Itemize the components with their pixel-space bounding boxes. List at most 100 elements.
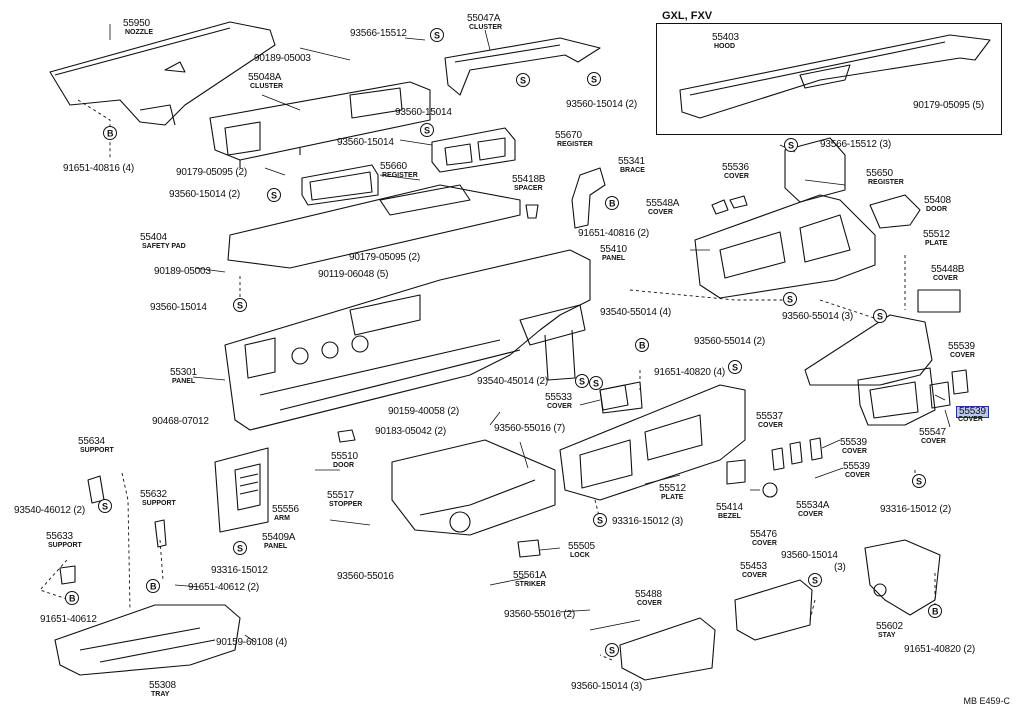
screw-symbol-letter: S bbox=[788, 140, 794, 150]
part-name: REGISTER bbox=[868, 179, 904, 186]
part-name: SUPPORT bbox=[80, 447, 114, 454]
part-number: 90179-05095 (2) bbox=[176, 167, 247, 178]
screw-symbol bbox=[605, 643, 619, 657]
part-number: 93560-15014 bbox=[150, 302, 207, 313]
part-name: COVER bbox=[845, 472, 870, 479]
part-number: 55404 bbox=[140, 232, 167, 243]
part-number: 55632 bbox=[140, 489, 167, 500]
tray-drawing bbox=[54, 604, 241, 676]
part-number: 55547 bbox=[919, 427, 946, 438]
screw-symbol bbox=[430, 28, 444, 42]
part-name: REGISTER bbox=[557, 141, 593, 148]
screw-symbol-letter: S bbox=[812, 575, 818, 585]
brace-drawing bbox=[525, 167, 606, 229]
screw-symbol-letter: S bbox=[877, 311, 883, 321]
part-name: CLUSTER bbox=[469, 24, 503, 31]
part-number: 55533 bbox=[545, 392, 572, 403]
part-number: 55308 bbox=[149, 680, 176, 691]
part-name: SPACER bbox=[514, 185, 543, 192]
cluster-drawing bbox=[209, 81, 431, 168]
part-number: 55536 bbox=[722, 162, 749, 173]
bolt-symbol-letter: B bbox=[69, 593, 76, 603]
screw-symbol bbox=[267, 188, 281, 202]
screw-symbol-letter: S bbox=[102, 501, 108, 511]
part-number: 55301 bbox=[170, 367, 197, 378]
cluster-upper-drawing bbox=[444, 37, 601, 96]
screw-symbol bbox=[912, 474, 926, 488]
screw-symbol-letter: S bbox=[434, 30, 440, 40]
part-number: 55950 bbox=[123, 18, 150, 29]
screw-symbol-letter: S bbox=[591, 74, 597, 84]
part-number: 93540-55014 (4) bbox=[600, 307, 671, 318]
part-number: 93316-15012 bbox=[211, 565, 268, 576]
part-number: 91651-40816 (4) bbox=[63, 163, 134, 174]
part-name: DOOR bbox=[333, 462, 354, 469]
part-number: 55448B bbox=[931, 264, 965, 275]
part-number: 55556 bbox=[272, 504, 299, 515]
part-name: SAFETY PAD bbox=[142, 243, 186, 250]
part-name: COVER bbox=[547, 403, 572, 410]
screw-symbol-letter: S bbox=[593, 378, 599, 388]
part-number: 55539 bbox=[948, 341, 975, 352]
part-number: 55453 bbox=[740, 561, 767, 572]
part-name: LOCK bbox=[570, 552, 590, 559]
drawing-code: MB E459-C bbox=[963, 696, 1010, 706]
screw-symbol bbox=[873, 309, 887, 323]
part-name: COVER bbox=[648, 209, 673, 216]
bolt-symbol bbox=[635, 338, 649, 352]
part-name: STAY bbox=[878, 632, 896, 639]
screw-symbol-letter: S bbox=[732, 362, 738, 372]
part-number: 55634 bbox=[78, 436, 105, 447]
part-number: 55409A bbox=[262, 532, 296, 543]
part-number: 93560-15014 (3) bbox=[571, 681, 642, 692]
part-number: 90183-05042 (2) bbox=[375, 426, 446, 437]
part-number: 90159-60108 (4) bbox=[216, 637, 287, 648]
part-number: 91651-40816 (2) bbox=[578, 228, 649, 239]
part-number: 55561A bbox=[513, 570, 547, 581]
inset-frame bbox=[656, 23, 1002, 135]
arm-panel-drawing bbox=[214, 447, 269, 533]
part-number: 93560-15014 bbox=[781, 550, 838, 561]
part-number: 55650 bbox=[866, 168, 893, 179]
screw-symbol bbox=[233, 298, 247, 312]
part-number: 55403 bbox=[712, 32, 739, 43]
main-panel-drawing bbox=[224, 249, 591, 431]
part-number: 55414 bbox=[716, 502, 743, 513]
bolt-symbol-letter: B bbox=[609, 198, 616, 208]
part-number: 55633 bbox=[46, 531, 73, 542]
screw-symbol-letter: S bbox=[424, 125, 430, 135]
part-name: COVER bbox=[758, 422, 783, 429]
nozzle-drawing bbox=[49, 21, 276, 126]
screw-symbol bbox=[783, 292, 797, 306]
part-name: DOOR bbox=[926, 206, 947, 213]
screw-symbol bbox=[593, 513, 607, 527]
part-number: 55534A bbox=[796, 500, 830, 511]
part-number: 55537 bbox=[756, 411, 783, 422]
glove-box-door-drawing bbox=[337, 429, 556, 536]
part-number: 90189-05003 bbox=[254, 53, 311, 64]
part-name: HOOD bbox=[714, 43, 735, 50]
part-name: BEZEL bbox=[718, 513, 741, 520]
part-number: 93560-55014 (2) bbox=[694, 336, 765, 347]
screw-symbol-letter: S bbox=[520, 75, 526, 85]
part-number: 90179-05095 (5) bbox=[913, 100, 984, 111]
screw-symbol-letter: S bbox=[597, 515, 603, 525]
part-number: 55048A bbox=[248, 72, 282, 83]
part-name: NOZZLE bbox=[125, 29, 153, 36]
screw-symbol bbox=[784, 138, 798, 152]
screw-symbol bbox=[808, 573, 822, 587]
part-number: 93560-55016 (2) bbox=[504, 609, 575, 620]
bolt-symbol bbox=[65, 591, 79, 605]
bolt-symbol bbox=[928, 604, 942, 618]
part-number: 55510 bbox=[331, 451, 358, 462]
part-number: 93316-15012 (3) bbox=[612, 516, 683, 527]
part-name: REGISTER bbox=[382, 172, 418, 179]
part-number: 93566-15512 (3) bbox=[820, 139, 891, 150]
part-number: 55517 bbox=[327, 490, 354, 501]
bolt-symbol-letter: B bbox=[107, 128, 114, 138]
part-number: 93540-46012 (2) bbox=[14, 505, 85, 516]
part-number: 93560-15014 (2) bbox=[566, 99, 637, 110]
bolt-symbol bbox=[103, 126, 117, 140]
part-name: COVER bbox=[742, 572, 767, 579]
